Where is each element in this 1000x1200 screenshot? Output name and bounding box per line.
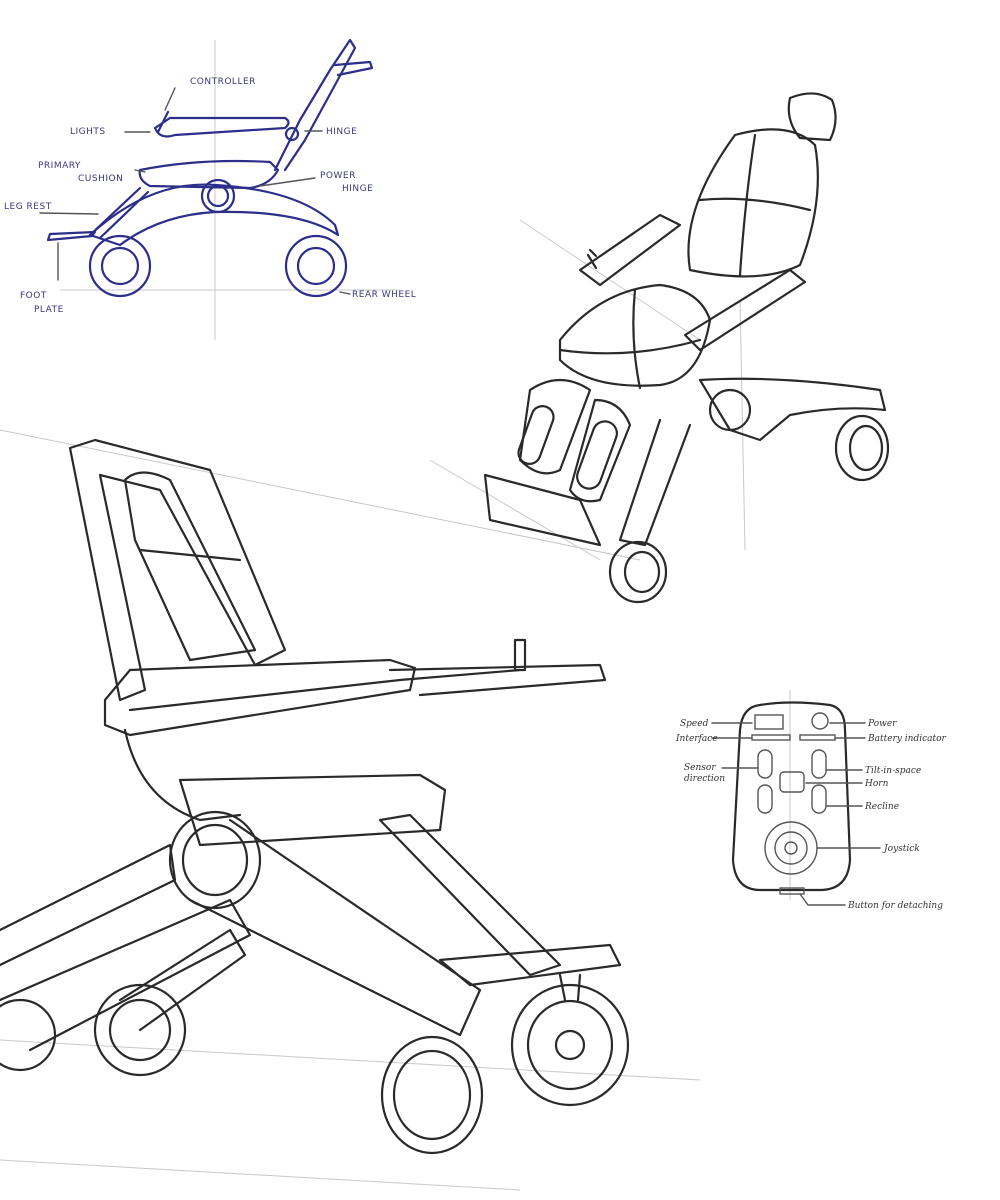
label-recline: Recline	[864, 802, 899, 812]
label-button-for-detaching: Button for detaching	[847, 901, 943, 911]
label-battery-indicator: Battery indicator	[867, 734, 947, 744]
label-speed: Speed	[680, 719, 709, 729]
label-leg-rest: LEG REST	[4, 202, 52, 212]
label-rear-wheel: REAR WHEEL	[352, 290, 416, 300]
label-power: POWER	[320, 171, 356, 181]
label-lights: LIGHTS	[70, 127, 106, 137]
label-cushion: CUSHION	[78, 174, 123, 184]
label-primary: PRIMARY	[38, 161, 81, 171]
label-direction: direction	[684, 774, 725, 784]
controller-sketch: Speed Interface Power Battery indicator …	[675, 701, 947, 911]
label-power-button: Power	[867, 719, 897, 729]
label-horn: Horn	[864, 779, 889, 789]
label-hinge: HINGE	[326, 127, 357, 137]
label-foot: FOOT	[20, 291, 47, 301]
label-joystick: Joystick	[882, 844, 920, 854]
label-sensor: Sensor	[684, 763, 716, 773]
label-tilt-in-space: Tilt-in-space	[865, 766, 921, 776]
reclined-wheelchair-sketch	[483, 92, 890, 604]
label-power-hinge: HINGE	[342, 184, 373, 194]
label-interface: Interface	[675, 734, 718, 744]
label-controller: CONTROLLER	[190, 77, 256, 87]
large-wheelchair-sketch	[0, 438, 630, 1155]
label-plate: PLATE	[34, 305, 64, 315]
side-view-wheelchair-sketch: CONTROLLER LIGHTS HINGE PRIMARY CUSHION …	[4, 38, 416, 315]
